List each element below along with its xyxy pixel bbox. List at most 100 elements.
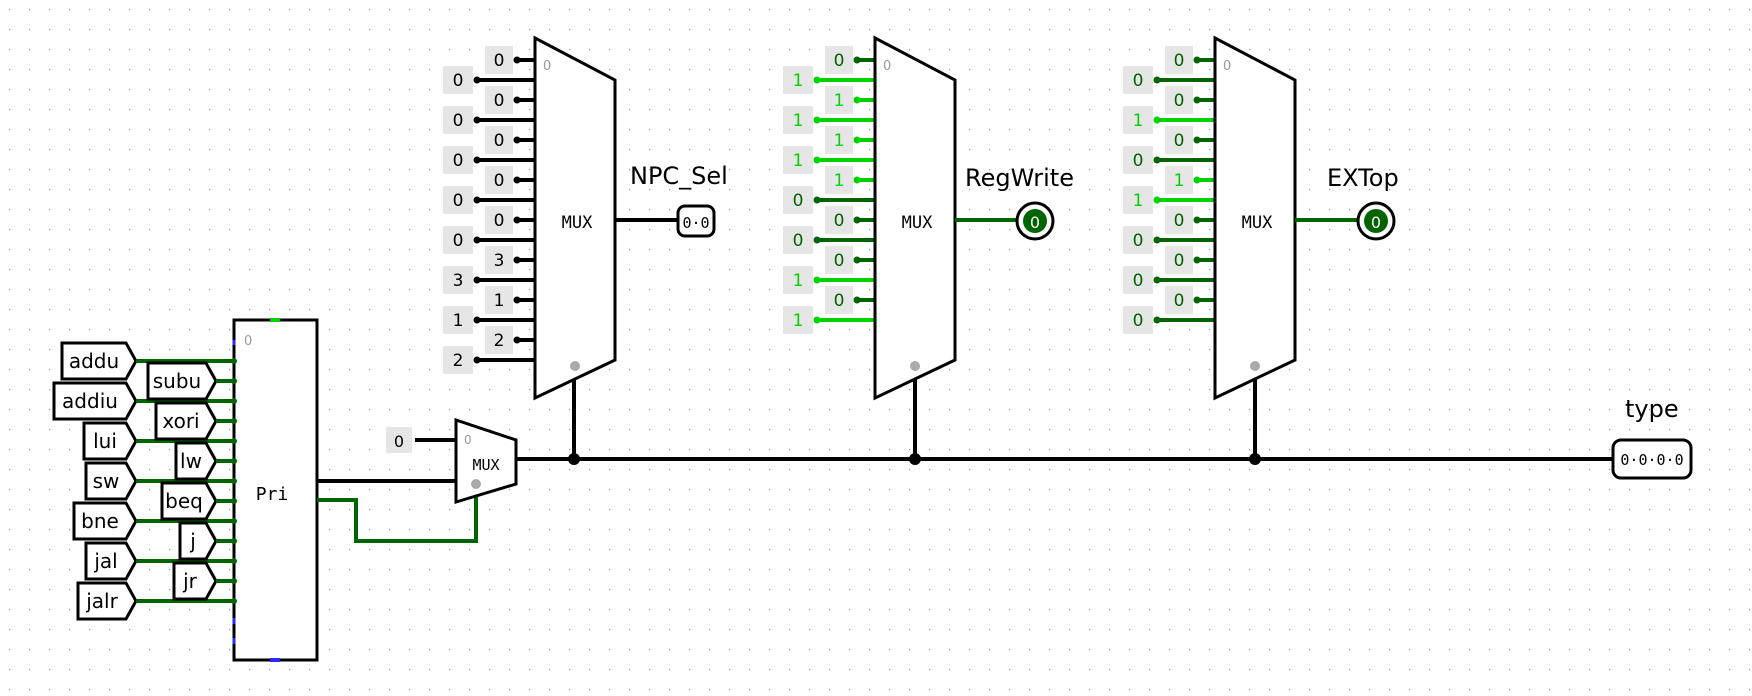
instr-tunnel-label: addiu xyxy=(62,389,118,413)
npc-sel-mux[interactable]: 0 0 0 0 0 3 1 2 0 0 0 0 0 3 1 2 MUX 0 xyxy=(443,35,617,401)
instr-tunnel-label: jalr xyxy=(85,589,118,613)
priority-encoder[interactable]: Pri 0 xyxy=(232,318,319,662)
mux-const-left: 0 xyxy=(453,191,464,211)
mux-zero-marker: 0 xyxy=(543,59,551,74)
mux-const-right: 0 xyxy=(1174,91,1185,111)
npc-sel-value: 0·0 xyxy=(682,214,709,232)
npc-sel-output[interactable]: 0·0 NPC_Sel xyxy=(615,162,728,238)
npc-sel-label: NPC_Sel xyxy=(630,162,728,190)
mux-const-left: 0 xyxy=(793,231,804,251)
instr-tunnel-addiu[interactable]: addiu xyxy=(52,381,237,421)
instr-tunnel-label: beq xyxy=(165,489,203,513)
instr-tunnel-label: bne xyxy=(81,509,119,533)
instr-tunnel-label: j xyxy=(189,529,196,553)
extop-value: 0 xyxy=(1371,213,1381,232)
instr-tunnel-bne[interactable]: bne xyxy=(72,501,237,541)
mux-const-left: 0 xyxy=(1133,231,1144,251)
mux-const-right: 0 xyxy=(494,171,505,191)
instruction-inputs-left: addu addiu lui sw bne jal jalr xyxy=(52,341,237,621)
mux-const-left: 0 xyxy=(1133,71,1144,91)
select-mux[interactable]: MUX 0 0 xyxy=(386,417,518,505)
priority-output-wires[interactable] xyxy=(317,479,478,543)
type-output[interactable]: 0·0·0·0 type xyxy=(1611,395,1693,480)
instr-tunnel-jal[interactable]: jal xyxy=(84,541,237,581)
mux-const-right: 0 xyxy=(494,211,505,231)
mux-const-left: 0 xyxy=(793,191,804,211)
mux-const-left: 1 xyxy=(1133,111,1144,131)
mux-const-right: 0 xyxy=(834,211,845,231)
mux-label: MUX xyxy=(902,213,933,233)
mux-const-right: 1 xyxy=(834,131,845,151)
mux-const-right: 1 xyxy=(834,171,845,191)
mux-zero-marker: 0 xyxy=(1223,59,1231,74)
mux-const-right: 0 xyxy=(1174,251,1185,271)
mux-const-left: 0 xyxy=(1133,311,1144,331)
mux-zero-marker: 0 xyxy=(883,59,891,74)
mux-const-right: 0 xyxy=(1174,211,1185,231)
extop-label: EXTop xyxy=(1327,164,1399,192)
mux-const-left: 0 xyxy=(453,231,464,251)
mux-const-left: 3 xyxy=(453,271,464,291)
type-value: 0·0·0·0 xyxy=(1620,451,1683,469)
mux-const-right: 1 xyxy=(834,91,845,111)
instr-tunnel-label: lui xyxy=(93,429,117,453)
mux-const-right: 0 xyxy=(834,51,845,71)
instr-tunnel-label: addu xyxy=(69,349,119,373)
mux-label: MUX xyxy=(562,213,593,233)
mux-const-left: 0 xyxy=(453,151,464,171)
instr-tunnel-label: subu xyxy=(153,369,201,393)
select-mux-const: 0 xyxy=(394,432,404,451)
instr-tunnel-j[interactable]: j xyxy=(178,521,237,561)
instr-tunnel-xori[interactable]: xori xyxy=(154,401,237,441)
mux-const-left: 1 xyxy=(1133,191,1144,211)
mux-const-right: 1 xyxy=(494,291,505,311)
instr-tunnel-label: sw xyxy=(93,469,120,493)
instr-tunnel-jr[interactable]: jr xyxy=(172,561,237,601)
type-label: type xyxy=(1625,395,1679,423)
mux-const-left: 0 xyxy=(453,111,464,131)
instr-tunnel-jalr[interactable]: jalr xyxy=(76,581,237,621)
select-mux-zero-marker: 0 xyxy=(464,433,472,447)
type-bus[interactable] xyxy=(516,378,1615,465)
mux-const-left: 1 xyxy=(793,151,804,171)
mux-const-left: 1 xyxy=(793,311,804,331)
mux-const-right: 3 xyxy=(494,251,505,271)
mux-const-right: 0 xyxy=(1174,51,1185,71)
instr-tunnel-label: jal xyxy=(93,549,117,573)
mux-const-left: 1 xyxy=(793,71,804,91)
mux-const-left: 0 xyxy=(1133,271,1144,291)
mux-const-left: 1 xyxy=(453,311,464,331)
instr-tunnel-lui[interactable]: lui xyxy=(82,421,237,461)
priority-zero-marker: 0 xyxy=(244,334,252,349)
mux-const-right: 0 xyxy=(494,131,505,151)
mux-const-right: 0 xyxy=(1174,291,1185,311)
mux-const-right: 2 xyxy=(494,331,505,351)
instr-tunnel-label: xori xyxy=(162,409,199,433)
instr-tunnel-beq[interactable]: beq xyxy=(160,481,237,521)
mux-const-right: 0 xyxy=(494,51,505,71)
mux-label: MUX xyxy=(1242,213,1273,233)
regwrite-label: RegWrite xyxy=(965,164,1074,192)
regwrite-output[interactable]: 0 RegWrite xyxy=(955,164,1074,241)
mux-const-left: 0 xyxy=(453,71,464,91)
instr-tunnel-addu[interactable]: addu xyxy=(60,341,237,381)
instr-tunnel-label: lw xyxy=(180,449,202,473)
extop-output[interactable]: 0 EXTop xyxy=(1295,164,1399,241)
mux-const-left: 0 xyxy=(1133,151,1144,171)
mux-const-right: 0 xyxy=(834,291,845,311)
instr-tunnel-subu[interactable]: subu xyxy=(146,361,237,401)
mux-const-right: 0 xyxy=(834,251,845,271)
instr-tunnel-label: jr xyxy=(182,569,198,593)
instr-tunnel-sw[interactable]: sw xyxy=(84,461,237,501)
instr-tunnel-lw[interactable]: lw xyxy=(174,441,237,481)
regwrite-value: 0 xyxy=(1030,213,1040,232)
mux-const-right: 1 xyxy=(1174,171,1185,191)
mux-const-left: 2 xyxy=(453,351,464,371)
mux-const-right: 0 xyxy=(1174,131,1185,151)
instruction-inputs-right: subu xori lw beq j jr xyxy=(146,361,237,601)
mux-const-left: 1 xyxy=(793,271,804,291)
mux-const-right: 0 xyxy=(494,91,505,111)
